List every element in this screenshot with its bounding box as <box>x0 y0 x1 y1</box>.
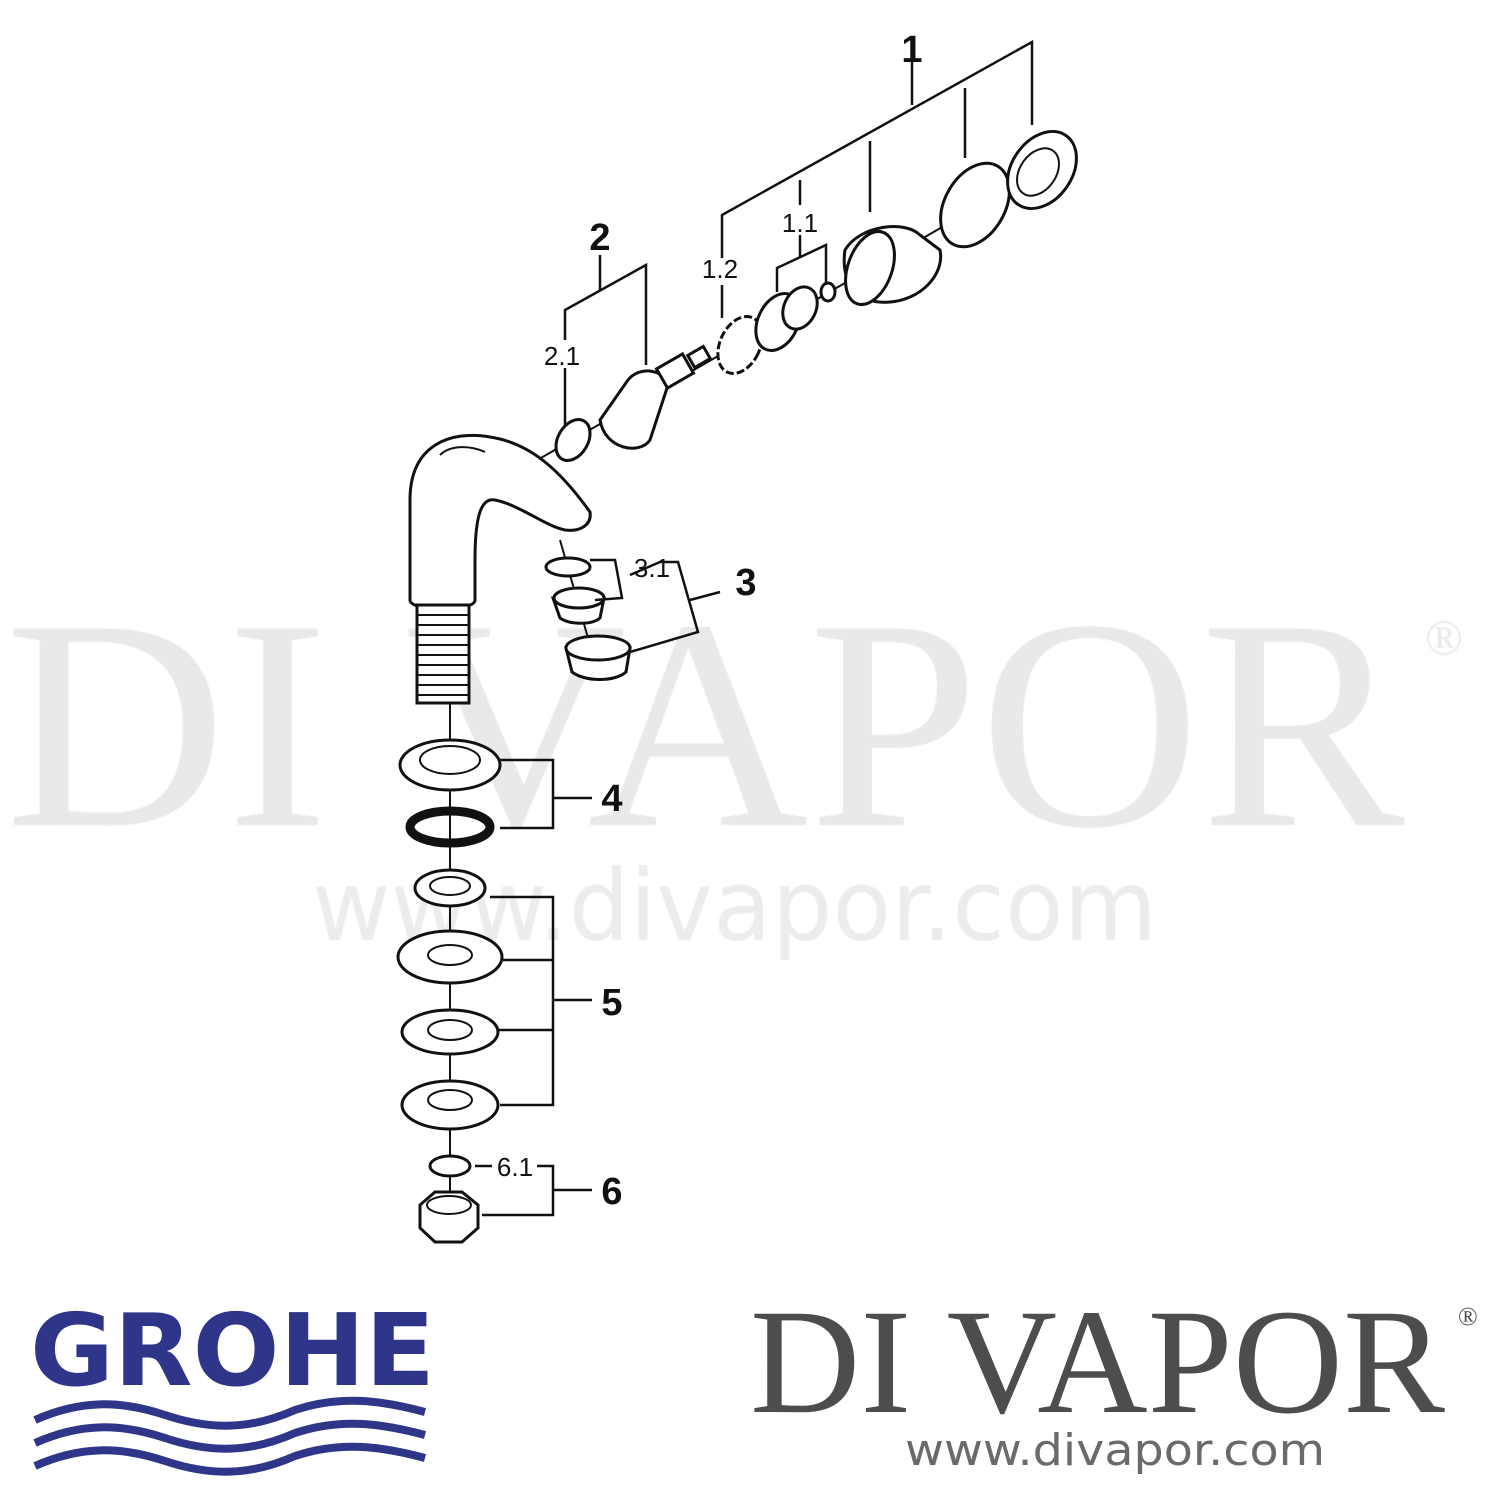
label-3-1: 3.1 <box>634 553 670 583</box>
shank-threads <box>417 614 469 696</box>
part-2-1-o-ring <box>554 418 592 462</box>
label-1-1: 1.1 <box>782 208 818 238</box>
divapor-logo: DI VAPOR ® www.divapor.com <box>750 1279 1478 1476</box>
label-1: 1 <box>901 29 922 71</box>
cap <box>1006 130 1078 210</box>
label-6-1: 6.1 <box>497 1152 533 1182</box>
small-screw <box>819 281 837 303</box>
part-3-aerator <box>544 556 632 681</box>
part-2-cartridge <box>554 344 713 462</box>
part-1-assembly <box>716 130 1078 375</box>
part-5-mounting-set <box>396 868 504 1131</box>
spout-body <box>408 433 592 705</box>
grohe-waves-icon <box>33 1396 427 1476</box>
divapor-logo-text: DI VAPOR <box>750 1279 1445 1445</box>
ring <box>939 161 1011 249</box>
divapor-registered: ® <box>1458 1302 1478 1331</box>
label-3: 3 <box>735 562 756 604</box>
label-6: 6 <box>601 1171 622 1213</box>
grohe-logo: GROHE <box>30 1292 435 1476</box>
black-seal-ring <box>405 806 495 848</box>
divapor-url: www.divapor.com <box>905 1425 1325 1476</box>
label-4: 4 <box>601 778 622 820</box>
label-5: 5 <box>601 982 622 1024</box>
leader-lines <box>475 39 1034 1217</box>
grohe-logo-text: GROHE <box>30 1292 435 1409</box>
label-2: 2 <box>589 217 610 259</box>
part-1-2-nut <box>716 315 764 375</box>
label-2-1: 2.1 <box>544 341 580 371</box>
label-1-2: 1.2 <box>702 254 738 284</box>
part-6-1-washer <box>428 1154 472 1178</box>
part-4-washers <box>398 738 502 848</box>
part-labels: 1 1.1 1.2 2 2.1 3 3.1 4 5 6 6.1 <box>497 29 923 1213</box>
part-3-1-washer <box>544 556 592 578</box>
part-6-nut-set <box>418 1154 480 1244</box>
hex-nut <box>418 1190 480 1244</box>
